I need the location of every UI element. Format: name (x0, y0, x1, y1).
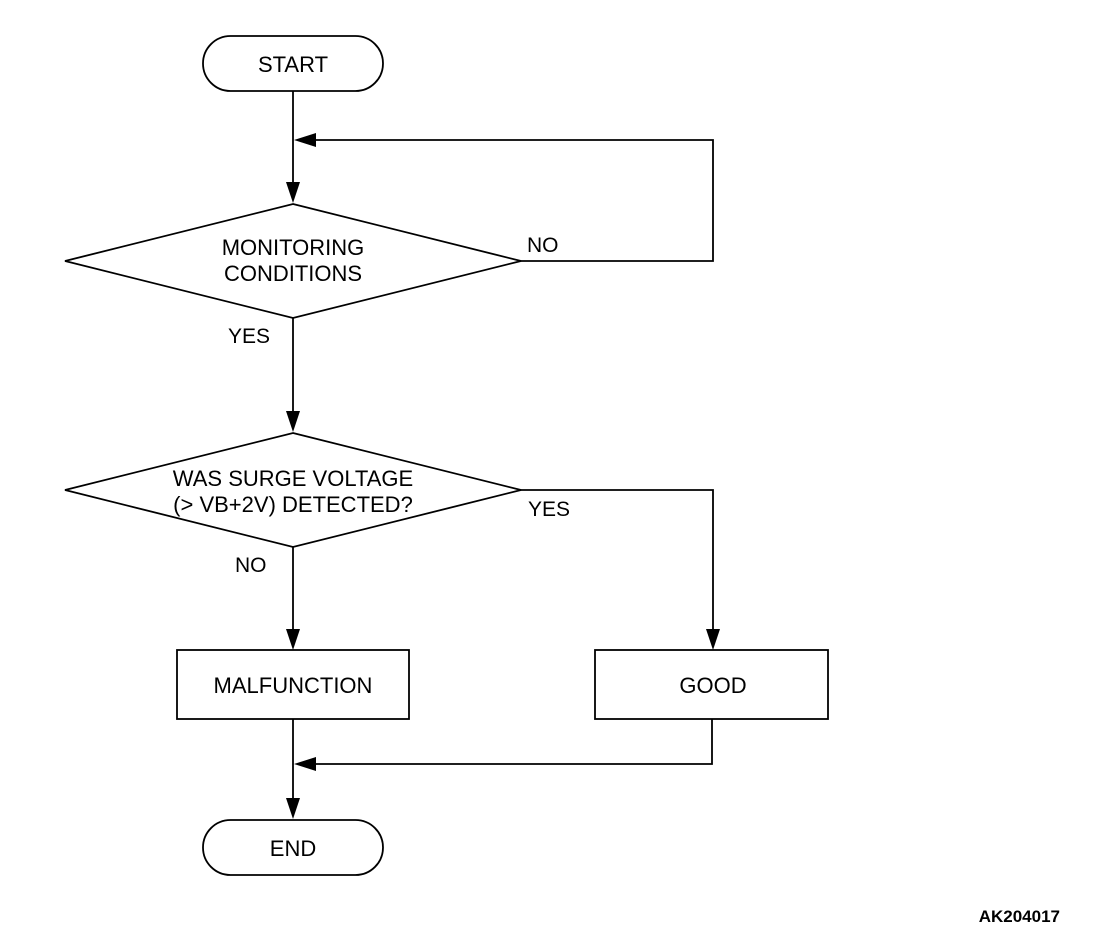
decision2-yes-label: YES (528, 498, 570, 521)
arrowhead-left-icon (294, 133, 316, 147)
malfunction-label: MALFUNCTION (214, 673, 373, 698)
arrowhead-down-icon (286, 629, 300, 650)
decision2-no-label: NO (235, 554, 267, 577)
connector-decision2-yes-to-good (521, 489, 720, 650)
decision1-line2: CONDITIONS (224, 261, 362, 286)
decision2-line2: (> VB+2V) DETECTED? (173, 492, 413, 517)
connector-decision2-no-to-malfunction (286, 547, 300, 650)
figure-id: AK204017 (979, 907, 1060, 926)
start-label: START (258, 52, 328, 77)
decision-monitoring-conditions: MONITORING CONDITIONS (64, 203, 522, 319)
arrowhead-down-icon (286, 798, 300, 819)
start-node: START (202, 35, 384, 92)
good-node: GOOD (594, 649, 829, 720)
decision2-line1: WAS SURGE VOLTAGE (173, 466, 413, 491)
arrowhead-left-icon (294, 757, 316, 771)
end-node: END (202, 819, 384, 876)
connector-decision1-no-loop (294, 133, 714, 262)
decision-surge-voltage: WAS SURGE VOLTAGE (> VB+2V) DETECTED? (64, 432, 522, 548)
connector-decision1-to-decision2 (286, 318, 300, 432)
good-label: GOOD (679, 673, 746, 698)
decision1-no-label: NO (527, 234, 559, 257)
connector-good-to-merge (294, 719, 713, 771)
malfunction-node: MALFUNCTION (176, 649, 410, 720)
arrowhead-down-icon (706, 629, 720, 650)
decision1-yes-label: YES (228, 325, 270, 348)
connector-start-to-decision1 (286, 91, 300, 203)
end-label: END (270, 836, 316, 861)
arrowhead-down-icon (286, 182, 300, 203)
connector-malfunction-to-end (286, 719, 300, 819)
decision1-line1: MONITORING (222, 235, 365, 260)
arrowhead-down-icon (286, 411, 300, 432)
